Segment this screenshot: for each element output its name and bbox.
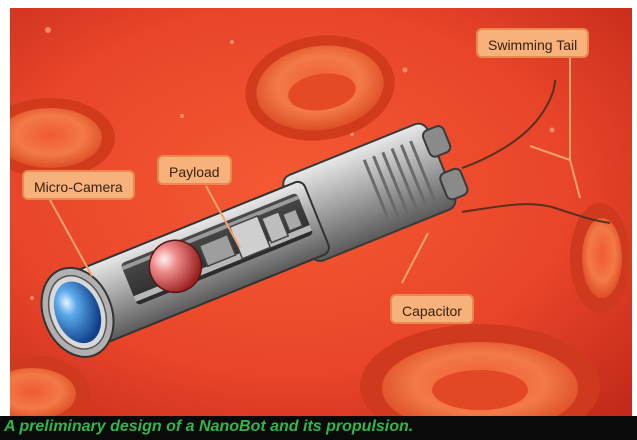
blood-cell — [570, 203, 630, 313]
swimming-tail-label: Swimming Tail — [476, 28, 589, 58]
caption-bar: A preliminary design of a NanoBot and it… — [0, 416, 637, 440]
nanobot-illustration — [10, 8, 632, 416]
payload-label: Payload — [157, 155, 232, 185]
capacitor-label: Capacitor — [390, 294, 474, 324]
micro-camera-label: Micro-Camera — [22, 170, 135, 200]
figure-caption: A preliminary design of a NanoBot and it… — [4, 418, 413, 436]
